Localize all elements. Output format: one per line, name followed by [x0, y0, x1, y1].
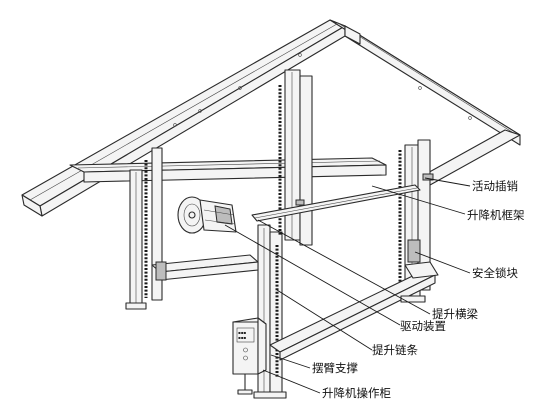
labels: 活动插销 升降机框架 安全锁块 提升横梁 驱动装置 提升链条 摆臂支撑 升降机操…: [312, 179, 525, 400]
label-lift-frame: 升降机框架: [467, 208, 525, 222]
label-lift-control-cabinet: 升降机操作柜: [322, 386, 391, 400]
label-safety-lock: 安全锁块: [472, 266, 518, 280]
svg-text:▪▪▪: ▪▪▪: [238, 335, 246, 340]
lift-carriage: [125, 173, 439, 399]
top-frame: [21, 19, 521, 217]
label-drive-unit: 驱动装置: [400, 319, 446, 333]
label-safety-pin: 活动插销: [472, 179, 518, 193]
lift-chains: [144, 85, 402, 378]
drive-unit: [177, 196, 237, 234]
label-lift-beam: 提升横梁: [432, 307, 478, 321]
leader-lines: [224, 177, 471, 394]
svg-text:▪▪▪: ▪▪▪: [238, 330, 246, 335]
control-cabinet: ▪▪▪ ▪▪▪: [232, 317, 267, 395]
label-lift-chain: 提升链条: [372, 343, 418, 357]
label-swing-arm-support: 摆臂支撑: [312, 361, 358, 375]
